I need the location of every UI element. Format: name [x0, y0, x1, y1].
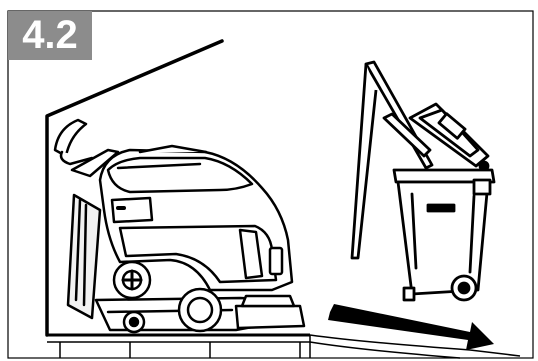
step-number-badge: 4.2 — [8, 11, 92, 60]
direction-arrow-icon — [328, 304, 494, 350]
ground-platform — [47, 335, 520, 358]
scrubber-dryer-machine — [55, 120, 304, 332]
